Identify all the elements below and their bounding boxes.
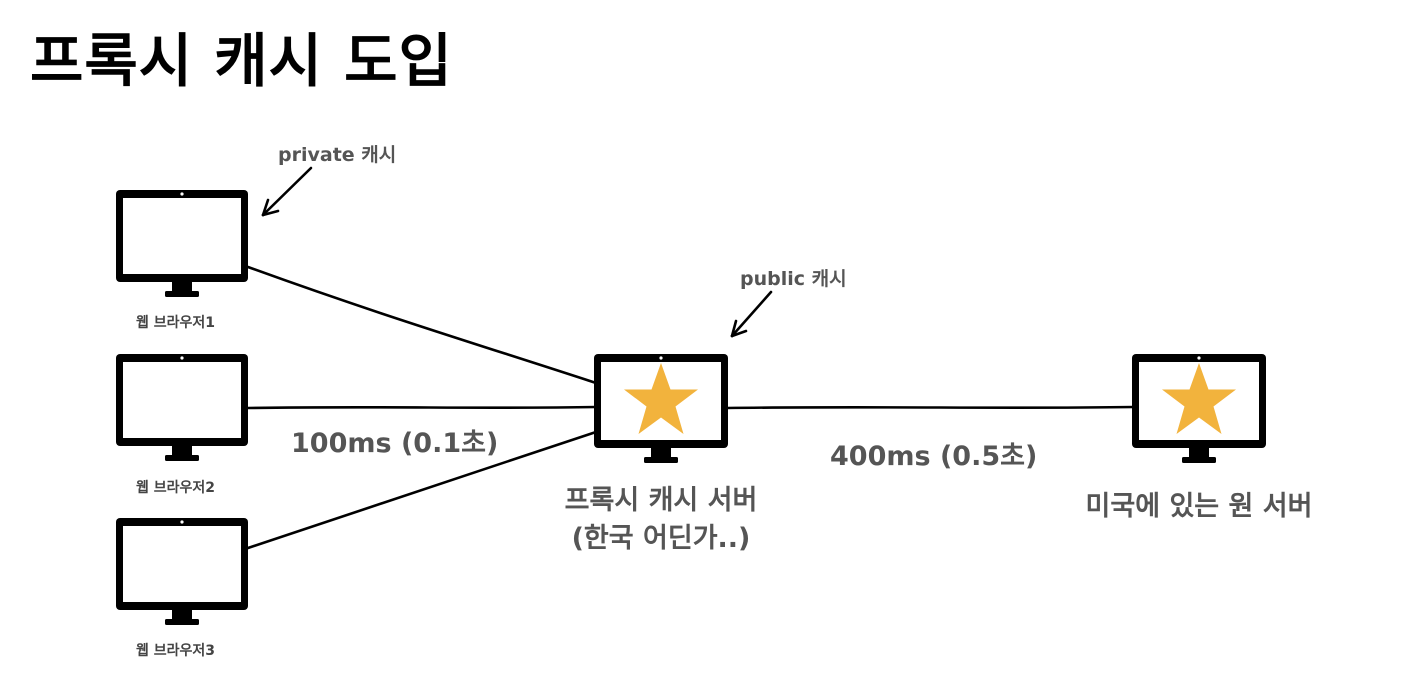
monitor-icon <box>116 518 248 625</box>
browser-monitor-3 <box>116 518 248 625</box>
star-icon <box>1162 363 1236 434</box>
origin-server-label: 미국에 있는 원 서버 <box>1085 491 1313 522</box>
proxy-server-monitor <box>594 354 728 463</box>
private-cache-arrow-icon <box>261 166 313 217</box>
public-cache-label: public 캐시 <box>740 268 847 290</box>
proxy-server-label: 프록시 캐시 서버 (한국 어딘가..) <box>541 482 781 558</box>
page-title: 프록시 캐시 도입 <box>30 27 453 95</box>
connections <box>246 265 1136 550</box>
monitor-star-icon <box>594 354 728 463</box>
latency-proxy-to-origin: 400ms (0.5초) <box>830 441 1038 472</box>
annotation-arrows <box>261 166 773 338</box>
proxy-server-label-line1: 프록시 캐시 서버 <box>564 485 758 516</box>
browser-label-1: 웹 브라우저1 <box>136 315 216 331</box>
browser-label-2: 웹 브라우저2 <box>136 480 216 496</box>
browser-monitor-2 <box>116 354 248 461</box>
line-browser2-to-proxy <box>246 405 598 410</box>
line-browser3-to-proxy <box>246 430 598 550</box>
browser-monitor-1 <box>116 190 248 297</box>
proxy-server-label-line2: (한국 어딘가..) <box>571 523 751 554</box>
monitor-icon <box>116 190 248 297</box>
line-browser1-to-proxy <box>246 265 598 385</box>
latency-browser-to-proxy: 100ms (0.1초) <box>291 428 499 459</box>
origin-server-monitor <box>1132 354 1266 463</box>
monitor-star-icon <box>1132 354 1266 463</box>
monitor-icon <box>116 354 248 461</box>
public-cache-arrow-icon <box>730 290 773 338</box>
line-proxy-to-origin <box>725 405 1136 410</box>
browser-label-3: 웹 브라우저3 <box>136 643 216 659</box>
private-cache-label: private 캐시 <box>278 144 397 166</box>
star-icon <box>624 363 698 434</box>
